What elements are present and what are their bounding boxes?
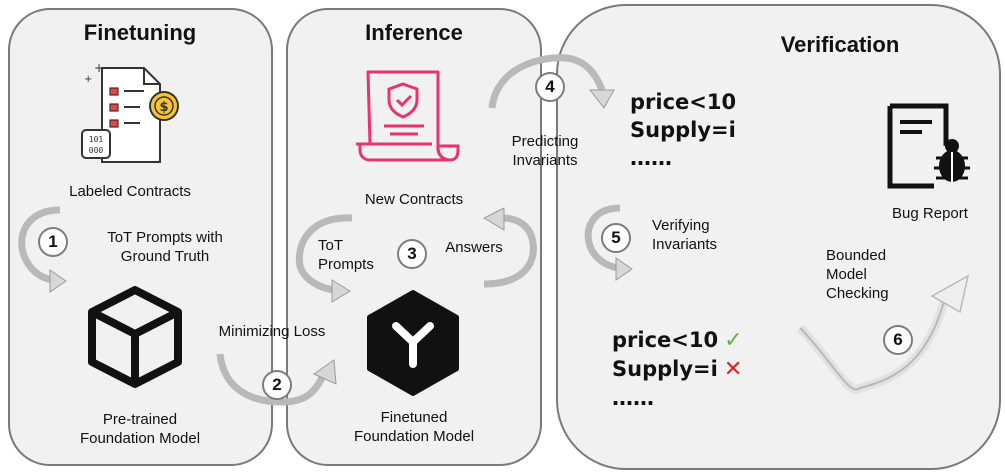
- pretrained-line2: Foundation Model: [79, 430, 201, 447]
- checked-row-1: price<10✓: [612, 326, 743, 355]
- svg-text:$: $: [159, 100, 168, 115]
- bug-report-icon: [887, 103, 970, 189]
- tot-prompts-inference-label: ToT Prompts: [318, 236, 388, 274]
- cross-icon: ✕: [723, 357, 743, 382]
- answers-label: Answers: [445, 239, 503, 256]
- predicting-line2: Invariants: [512, 152, 578, 169]
- checked-invariant-2: Supply=i: [612, 357, 718, 381]
- predicting-invariants-label: Predicting Invariants: [500, 132, 590, 170]
- pretrained-line1: Pre-trained: [102, 411, 178, 428]
- finetuning-title: Finetuning: [83, 20, 197, 45]
- labeled-contracts-icon: $ 101 000 + +: [81, 61, 179, 163]
- tot-prompts-line2: Ground Truth: [120, 248, 210, 265]
- loop-arrow-2: [216, 353, 337, 406]
- tot-line1: ToT: [318, 237, 344, 254]
- svg-text:+: +: [84, 74, 92, 85]
- new-contracts-label: New Contracts: [364, 191, 464, 208]
- predicting-line1: Predicting: [511, 133, 579, 150]
- new-contracts-icon: [356, 70, 460, 162]
- tot-prompts-ground-truth-label: ToT Prompts with Ground Truth: [70, 228, 260, 266]
- inference-title: Inference: [365, 20, 463, 45]
- checked-invariant-1: price<10: [612, 328, 719, 352]
- finetuned-model-icon: [367, 290, 459, 396]
- checked-row-2: Supply=i✕: [612, 355, 743, 384]
- bmc-line3: Checking: [826, 285, 889, 302]
- cube-icon: [88, 286, 182, 388]
- check-icon: ✓: [724, 328, 743, 353]
- finetuned-line2: Foundation Model: [353, 428, 475, 445]
- step-2-badge: 2: [262, 370, 292, 400]
- svg-text:+: +: [94, 61, 104, 75]
- invariant-ellipsis: ……: [630, 146, 672, 170]
- step-5-badge: 5: [601, 223, 631, 253]
- invariant-1: price<10: [630, 90, 737, 114]
- loop-arrow-5: [584, 204, 633, 281]
- checked-invariants: price<10✓ Supply=i✕ ……: [612, 326, 743, 412]
- step-3-badge: 3: [397, 239, 427, 269]
- step-1-badge: 1: [38, 227, 68, 257]
- step-6-badge: 6: [883, 325, 913, 355]
- pretrained-model-label: Pre-trained Foundation Model: [40, 410, 240, 448]
- step-4-badge: 4: [535, 72, 565, 102]
- tot-prompts-line1: ToT Prompts with: [107, 229, 223, 246]
- invariant-2: Supply=i: [630, 118, 736, 142]
- svg-text:101: 101: [89, 135, 104, 144]
- svg-text:000: 000: [89, 146, 104, 155]
- labeled-contracts-label: Labeled Contracts: [69, 183, 191, 200]
- checked-ellipsis: ……: [612, 386, 654, 410]
- bmc-line1: Bounded: [826, 247, 887, 264]
- loop-arrow-4: [488, 54, 615, 109]
- tot-line2: Prompts: [318, 256, 374, 273]
- finetuned-model-label: Finetuned Foundation Model: [314, 408, 514, 446]
- bmc-arrow: [796, 274, 970, 395]
- loop-arrow-3-right: [482, 207, 537, 288]
- loop-arrow-3-left: [295, 214, 353, 303]
- finetuned-line1: Finetuned: [380, 409, 448, 426]
- verifying-invariants-label: Verifying Invariants: [652, 216, 752, 254]
- minimizing-loss-label: Minimizing Loss: [218, 323, 326, 340]
- loop-arrow-1: [18, 206, 67, 293]
- predicted-invariants: price<10 Supply=i ……: [630, 88, 736, 172]
- bug-report-label: Bug Report: [892, 205, 968, 222]
- verifying-line1: Verifying: [652, 217, 710, 234]
- verifying-line2: Invariants: [652, 236, 718, 253]
- bmc-line2: Model: [826, 266, 867, 283]
- bounded-model-checking-label: Bounded Model Checking: [826, 246, 926, 303]
- verification-title: Verification: [780, 32, 900, 57]
